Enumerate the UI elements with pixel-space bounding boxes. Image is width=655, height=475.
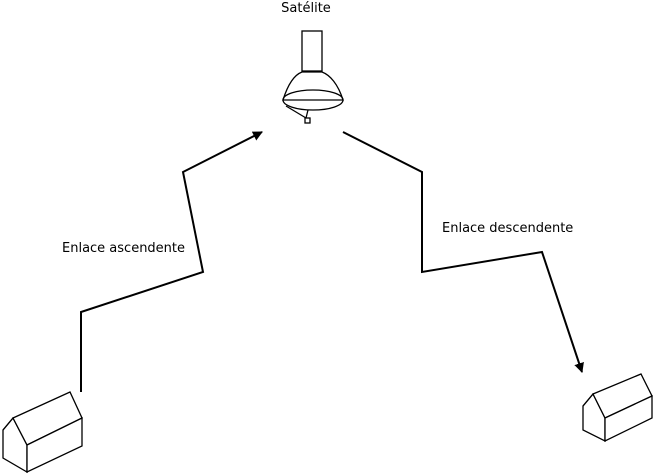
transmit-station-house-icon [2,391,83,474]
satellite-icon [282,30,344,124]
uplink-label: Enlace ascendente [62,241,185,256]
uplink-path [80,131,263,392]
satellite-label: Satélite [281,1,331,16]
receive-station-house-icon [582,373,653,443]
downlink-path [342,131,584,373]
downlink-label: Enlace descendente [442,221,573,236]
